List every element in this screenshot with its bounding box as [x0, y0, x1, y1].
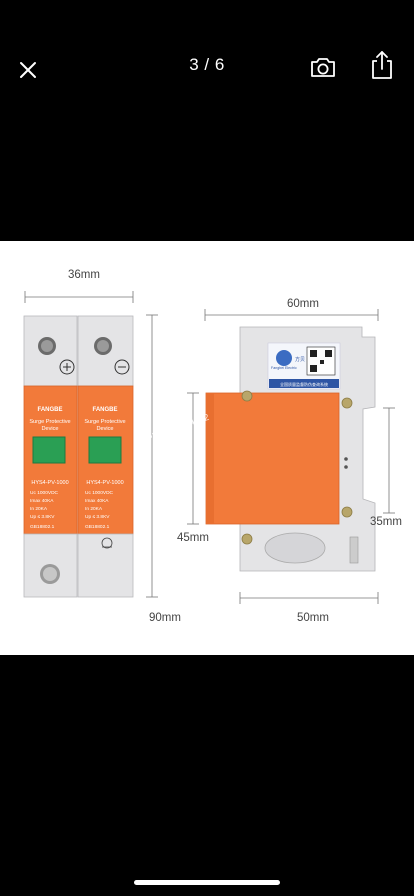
- brand-label-left: FANGBE: [37, 407, 62, 413]
- share-icon: [372, 51, 392, 79]
- store-watermark: Store No.2834092: [138, 412, 211, 444]
- device-title-left-2: Device: [41, 426, 58, 432]
- dim-side-right-height: 35mm: [370, 516, 402, 528]
- dim-side-left-height: 45mm: [177, 532, 209, 544]
- product-image[interactable]: FANGBE FANGBE Surge Protective Device Su…: [0, 241, 414, 655]
- dim-side-top-width: 60mm: [287, 298, 319, 310]
- side-bottom-dimension: [239, 592, 379, 604]
- qr-brand: 方贝: [295, 356, 305, 363]
- camera-button[interactable]: [306, 50, 340, 84]
- side-left-dimension: [187, 392, 199, 525]
- product-illustration: FANGBE FANGBE Surge Protective Device Su…: [23, 291, 395, 604]
- dim-side-bottom-width: 50mm: [297, 612, 329, 624]
- side-right-dimension: [383, 407, 395, 514]
- close-icon: [20, 62, 36, 78]
- model-label-left: HYS4-PV-1000: [31, 480, 68, 486]
- pole-module-left: [23, 315, 78, 598]
- dim-front-width: 36mm: [68, 269, 100, 281]
- spec-uc-right: Uc 1000VDC: [85, 490, 114, 496]
- device-title-right-2: Device: [96, 426, 113, 432]
- close-button[interactable]: [10, 52, 46, 88]
- spec-in-right: In 20KA: [85, 506, 103, 512]
- image-counter: 3 / 6: [189, 55, 225, 74]
- dim-front-height: 90mm: [149, 612, 181, 624]
- spec-uc-left: Uc 1000VDC: [30, 490, 59, 496]
- side-top-dimension: [204, 309, 379, 321]
- model-label-right: HYS4-PV-1000: [86, 480, 123, 486]
- qr-line1: Fangbei Electric: [271, 366, 297, 370]
- device-title-left-1: Surge Protective: [29, 419, 70, 425]
- viewer-toolbar: 3 / 6: [0, 0, 414, 100]
- qr-line2: 全国质量监督防伪查询系统: [280, 381, 328, 387]
- spec-up-left: Up ≤ 3.8KV: [30, 514, 55, 520]
- spec-imax-left: Imax 40KA: [30, 498, 54, 504]
- front-width-dimension: [24, 291, 134, 303]
- standard-right: GB18802.1: [85, 524, 110, 530]
- spec-up-right: Up ≤ 3.8KV: [85, 514, 110, 520]
- spec-in-left: In 20KA: [30, 506, 48, 512]
- pole-module-right: [77, 315, 134, 598]
- side-view-module: [205, 326, 376, 572]
- standard-left: GB18802.1: [30, 524, 55, 530]
- brand-label-right: FANGBE: [92, 407, 117, 413]
- device-title-right-1: Surge Protective: [84, 419, 125, 425]
- spec-imax-right: Imax 40KA: [85, 498, 109, 504]
- home-indicator[interactable]: [134, 880, 280, 885]
- share-button[interactable]: [366, 48, 398, 82]
- camera-icon: [311, 58, 335, 77]
- front-height-dimension: [146, 314, 158, 598]
